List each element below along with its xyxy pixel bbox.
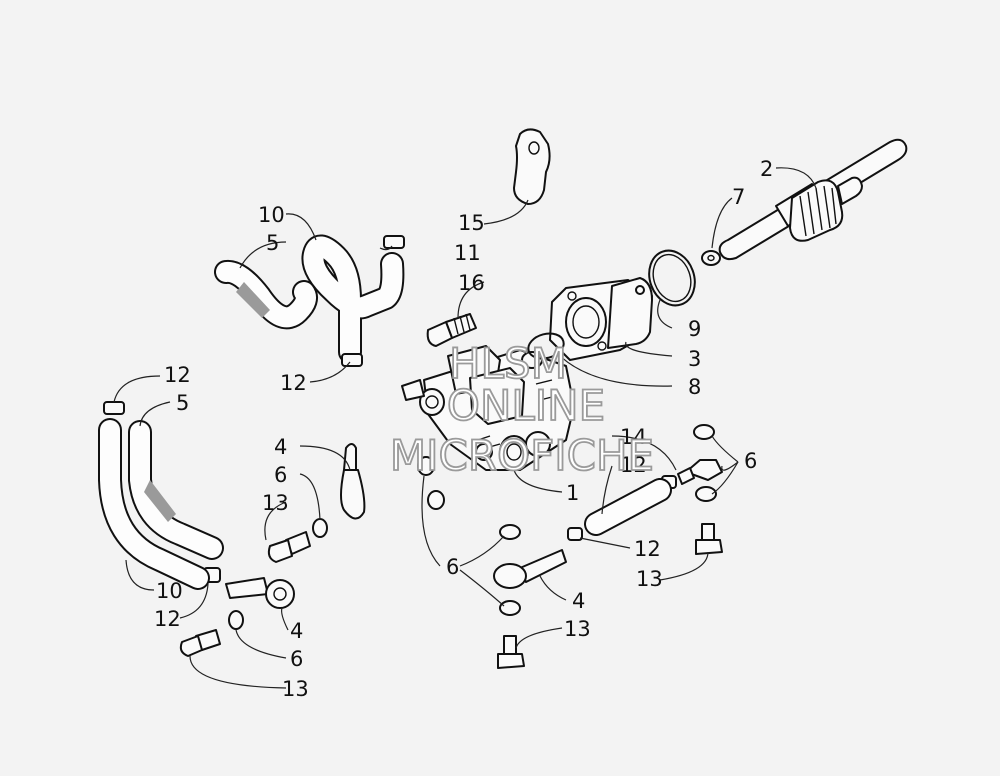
callout-3: 3	[688, 347, 701, 371]
upper-hoses	[214, 234, 405, 364]
callout-2: 2	[760, 157, 773, 181]
sealing-washer-part	[228, 424, 717, 630]
callout-7: 7	[732, 185, 745, 209]
callout-13-center: 13	[564, 617, 591, 641]
drive-shaft-part	[718, 138, 908, 261]
callout-14: 14	[620, 425, 647, 449]
o-ring-part	[648, 249, 696, 307]
callout-4-left: 4	[274, 435, 287, 459]
callout-13-right: 13	[636, 567, 663, 591]
bolt-part	[426, 313, 477, 347]
callout-6-right: 6	[744, 449, 757, 473]
watermark-line-3: MICROFICHE	[390, 431, 654, 480]
callout-9: 9	[688, 317, 701, 341]
lower-hoses	[98, 418, 224, 590]
hose-inner	[586, 480, 670, 534]
fitting-part	[677, 467, 695, 485]
callout-5-upper: 5	[266, 231, 279, 255]
banjo-fitting-part	[225, 443, 723, 609]
callout-5-left: 5	[176, 391, 189, 415]
callout-6-center: 6	[446, 555, 459, 579]
watermark-line-1: HLSM	[449, 339, 567, 388]
callout-4-center: 4	[572, 589, 585, 613]
callout-16: 16	[458, 271, 485, 295]
watermark-line-2: ONLINE	[447, 381, 605, 430]
callout-8: 8	[688, 375, 701, 399]
callout-13-lower: 13	[282, 677, 309, 701]
banjo-bolt-part	[179, 523, 723, 669]
callout-13-left: 13	[262, 491, 289, 515]
callout-12-mid: 12	[280, 371, 307, 395]
callout-12-upper: 11	[454, 241, 481, 265]
callout-10-lower: 10	[156, 579, 183, 603]
callout-1: 1	[566, 481, 579, 505]
bracket-part	[513, 128, 551, 205]
gasket-part	[527, 332, 565, 360]
callout-12-left: 12	[164, 363, 191, 387]
callout-10-upper: 10	[258, 203, 285, 227]
callout-11: 12	[620, 453, 647, 477]
callout-6-lower: 6	[290, 647, 303, 671]
callout-12-right: 12	[634, 537, 661, 561]
callout-12-lower: 12	[154, 607, 181, 631]
callout-15: 15	[458, 211, 485, 235]
leader-lines	[113, 167, 817, 689]
hose-clamp-part	[103, 235, 677, 583]
callout-4-lower: 4	[290, 619, 303, 643]
pump-housing-part	[549, 277, 653, 361]
washer-part	[701, 250, 721, 266]
washer-hole	[707, 254, 715, 262]
callout-6-left: 6	[274, 463, 287, 487]
o-ring-inner	[652, 253, 692, 303]
